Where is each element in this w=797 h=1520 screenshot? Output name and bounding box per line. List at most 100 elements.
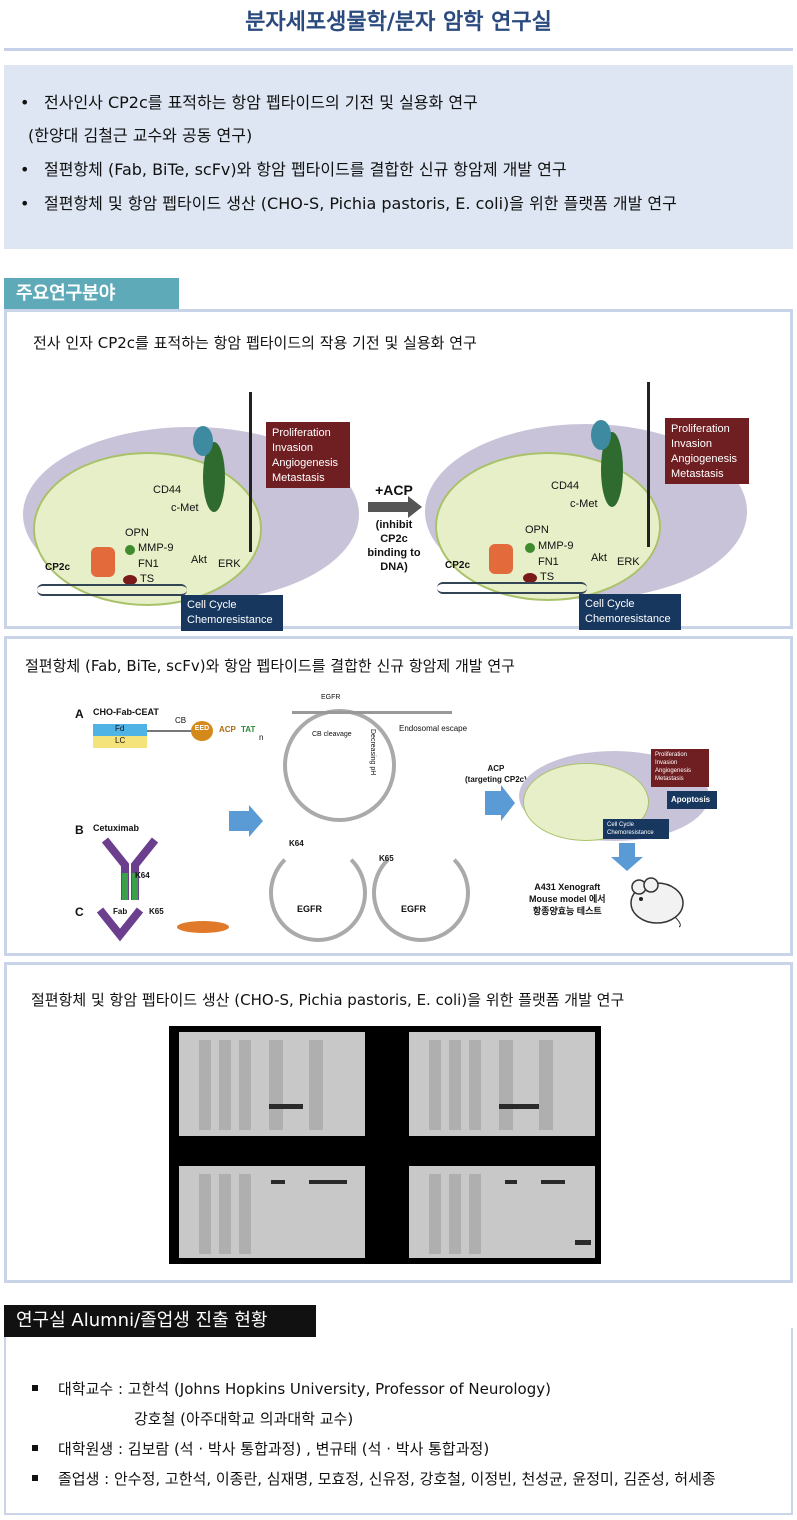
- cd44-label: CD44: [551, 480, 580, 492]
- xenograft-line: A431 Xenograft: [534, 882, 601, 892]
- section-label-alumni: 연구실 Alumni/졸업생 진출 현황: [4, 1305, 316, 1337]
- research-panel-2: 절편항체 (Fab, BiTe, scFv)와 항암 펩타이드를 결합한 신규 …: [4, 636, 793, 956]
- bullet-square-icon: [32, 1475, 38, 1481]
- alumni-professor-2: 강호철 (아주대학교 의과대학 교수): [134, 1410, 354, 1428]
- endosome: [283, 709, 396, 822]
- ts-label: TS: [140, 573, 155, 585]
- gel-band: [269, 1104, 303, 1109]
- outcome-box: Proliferation Invasion Angiogenesis Meta…: [266, 422, 350, 488]
- k65-label: K65: [149, 907, 164, 916]
- bullet-square-icon: [32, 1385, 38, 1391]
- outcome-text: Invasion: [655, 760, 678, 766]
- decreasing-ph-label: Decreasing pH: [369, 729, 376, 776]
- cp2c-protein-icon: [489, 544, 513, 574]
- eed-domain: EED: [191, 721, 213, 741]
- egfr-label: EGFR: [401, 904, 427, 914]
- opn-label: OPN: [125, 527, 149, 539]
- figure-label-c: C: [75, 905, 84, 919]
- nucleus: [435, 452, 661, 601]
- down-arrow-icon: [619, 843, 635, 857]
- membrane-line: [249, 392, 252, 552]
- arrow-head-icon: [408, 496, 422, 518]
- panel-title: 절편항체 (Fab, BiTe, scFv)와 항암 펩타이드를 결합한 신규 …: [25, 657, 515, 675]
- cell-cycle-text: Cell Cycle: [607, 822, 635, 828]
- opn-label: OPN: [525, 524, 549, 536]
- fab-icon: [96, 907, 144, 942]
- bullet: •: [20, 93, 30, 112]
- fn1-label: FN1: [538, 556, 559, 568]
- gel-band: [505, 1180, 517, 1184]
- cell-cycle-text: Cell Cycle: [585, 598, 635, 610]
- fd-label: Fd: [115, 724, 125, 733]
- mouse-icon: [630, 877, 684, 928]
- intro-text: 절편항체 (Fab, BiTe, scFv)와 항암 펩타이드를 결합한 신규 …: [44, 160, 567, 179]
- gel-band: [309, 1180, 347, 1184]
- cp2c-protein-icon: [91, 547, 115, 577]
- cb-cleavage-label: CB cleavage: [312, 731, 352, 738]
- mmp9-dot-icon: [125, 545, 135, 555]
- fn1-label: FN1: [138, 558, 159, 570]
- peptide-icon: [177, 921, 229, 933]
- acp-note-line: binding to: [367, 547, 421, 559]
- chemoresistance-text: Chemoresistance: [607, 830, 654, 836]
- outcome-text: Metastasis: [272, 472, 325, 484]
- egfr-label: EGFR: [297, 904, 323, 914]
- cp2c-label: CP2c: [445, 560, 471, 571]
- outcome-text: Angiogenesis: [272, 457, 339, 469]
- research-panel-1: 전사 인자 CP2c를 표적하는 항암 펩타이드의 작용 기전 및 실용화 연구…: [4, 309, 793, 631]
- intro-text: 전사인사 CP2c를 표적하는 항암 펩타이드의 기전 및 실용화 연구: [44, 93, 478, 112]
- outcome-box: Proliferation Invasion Angiogenesis Meta…: [665, 418, 749, 484]
- cd44-icon: [193, 426, 213, 456]
- chemoresistance-text: Chemoresistance: [585, 613, 671, 625]
- cb-label: CB: [175, 716, 187, 725]
- akt-label: Akt: [191, 554, 207, 566]
- flow-arrow-head-icon: [249, 805, 263, 837]
- flow-arrow-head-icon: [501, 785, 515, 821]
- cp2c-diagram-before: CD44 c-Met OPN MMP-9 FN1 TS Akt ERK CP2c…: [23, 362, 363, 631]
- linker-line: [147, 730, 207, 732]
- outcome-text: Proliferation: [655, 752, 688, 758]
- alumni-grad-students: 대학원생 : 김보람 (석 · 박사 통합과정) , 변규태 (석 · 박사 통…: [58, 1440, 490, 1458]
- lc-label: LC: [115, 736, 126, 745]
- cell-cycle-text: Cell Cycle: [187, 599, 237, 611]
- sds-page-gel-figure: [169, 1026, 601, 1264]
- cd44-icon: [591, 420, 611, 450]
- flow-arrow-icon: [229, 811, 249, 831]
- gel-image: [409, 1032, 595, 1136]
- intro-text: 절편항체 및 항암 펩타이드 생산 (CHO-S, Pichia pastori…: [44, 194, 677, 213]
- membrane-line: [292, 711, 452, 714]
- acp-note-line: DNA): [380, 561, 408, 573]
- intro-box: • 전사인사 CP2c를 표적하는 항암 펩타이드의 기전 및 실용화 연구 (…: [4, 65, 793, 249]
- down-arrow-head-icon: [611, 857, 643, 871]
- membrane-line: [647, 382, 650, 547]
- cd44-label: CD44: [153, 484, 182, 496]
- bullet-square-icon: [32, 1445, 38, 1451]
- cp2c-diagram-after: CD44 c-Met OPN MMP-9 FN1 TS Akt ERK CP2c…: [425, 362, 765, 630]
- dna-icon: [437, 582, 587, 594]
- dna-icon: [37, 584, 187, 596]
- title-divider: [4, 48, 793, 51]
- lc-domain: LC: [93, 736, 147, 748]
- gel-image: [409, 1166, 595, 1258]
- k65-label: K65: [379, 854, 394, 863]
- k64-label: K64: [135, 871, 150, 880]
- acp-label: +ACP: [375, 482, 413, 498]
- section-label-research: 주요연구분야: [4, 278, 179, 310]
- ts-dot-icon: [123, 575, 137, 585]
- xenograft-label: A431 Xenograft Mouse model 에서 항종양효능 테스트: [529, 881, 606, 917]
- k64-label: K64: [289, 839, 304, 848]
- outcome-text: Invasion: [671, 438, 712, 450]
- fd-domain: Fd: [93, 724, 147, 736]
- gel-band: [499, 1104, 539, 1109]
- acp-target-label: ACP (targeting CP2c): [465, 763, 527, 785]
- mmp9-dot-icon: [525, 543, 535, 553]
- gel-image: [179, 1166, 365, 1258]
- bullet: •: [20, 194, 30, 213]
- panel-title: 절편항체 및 항암 펩타이드 생산 (CHO-S, Pichia pastori…: [31, 991, 625, 1009]
- receptor-icon: [601, 432, 623, 507]
- outcome-text: Proliferation: [272, 427, 331, 439]
- antibody-icon: [101, 837, 159, 900]
- cell-cycle-box: Cell Cycle Chemoresistance: [181, 595, 283, 631]
- acp-note-line: CP2c: [380, 533, 408, 545]
- acp-target-line: (targeting CP2c): [465, 775, 527, 784]
